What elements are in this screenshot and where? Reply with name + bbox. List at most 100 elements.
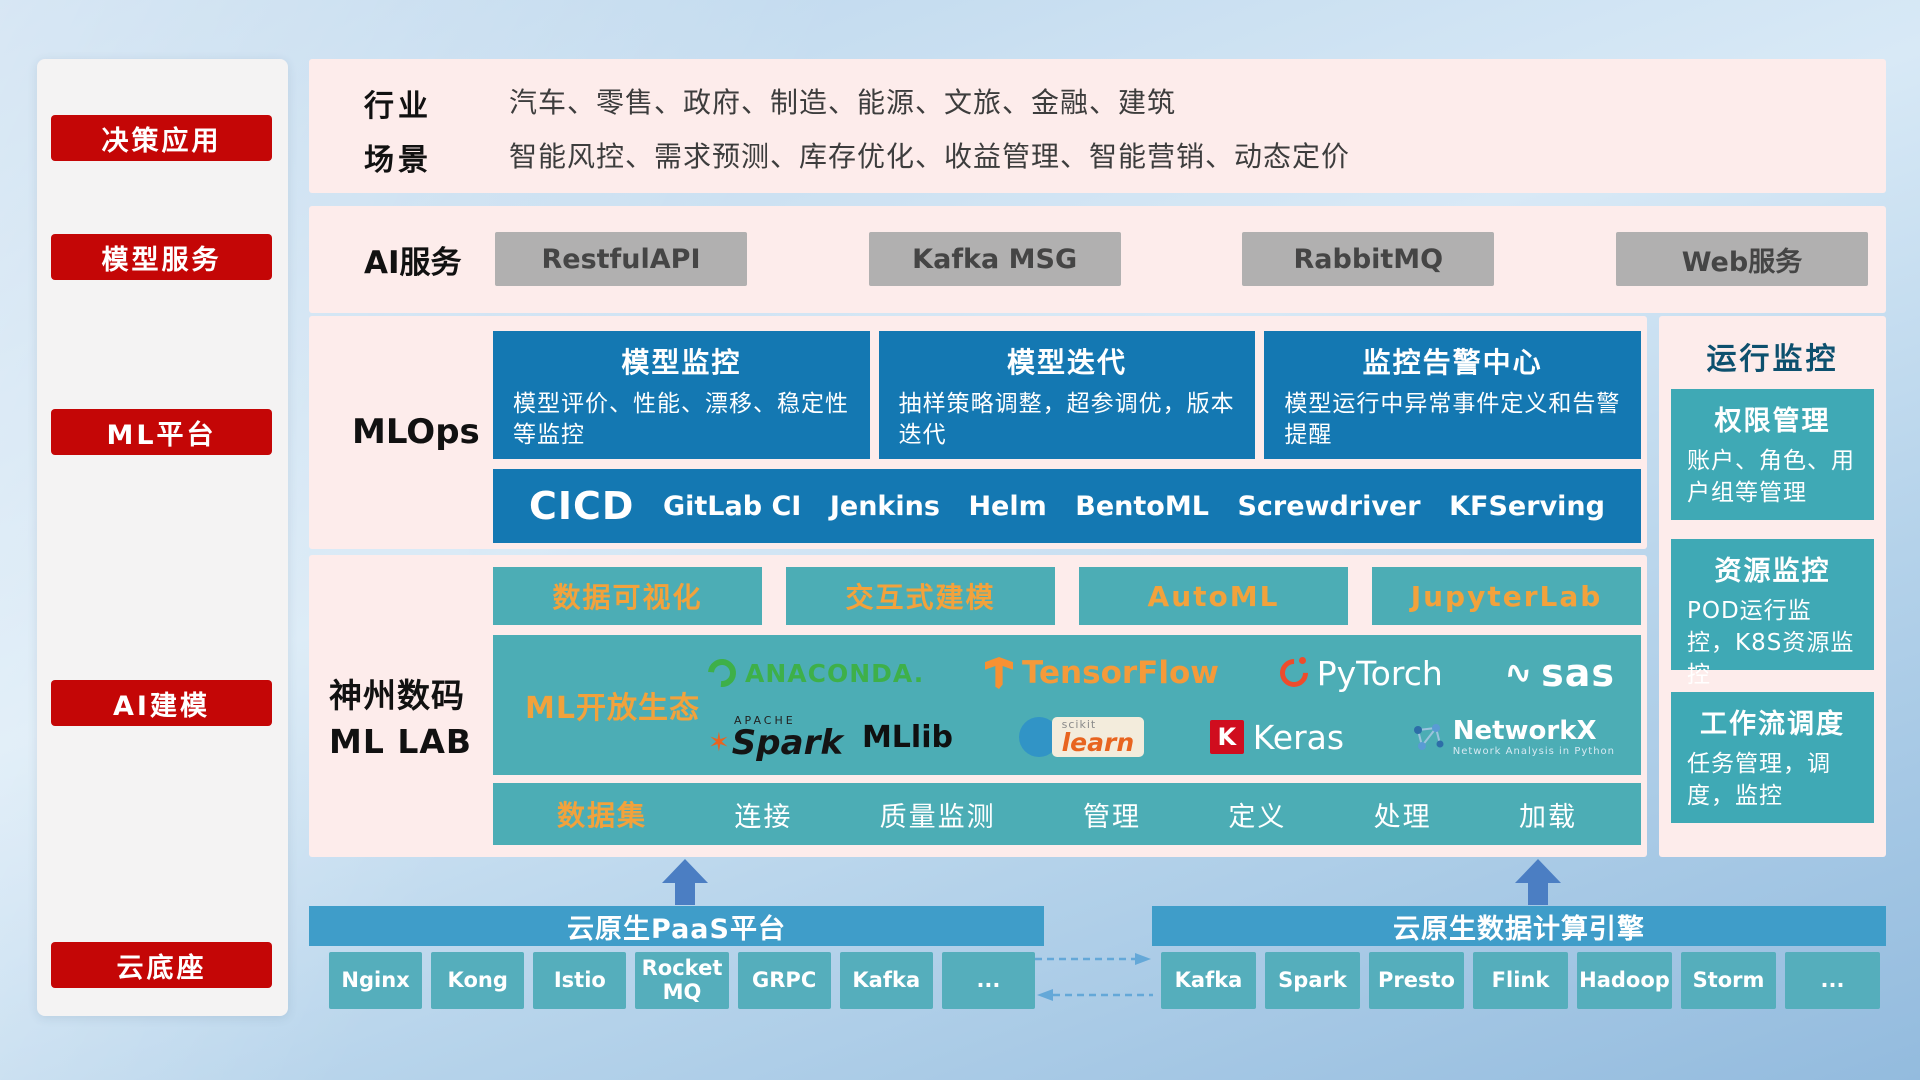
- ml-lab-tools: 数据可视化 交互式建模 AutoML JupyterLab: [493, 567, 1641, 625]
- component-spark: Spark: [1265, 952, 1360, 1009]
- scikit-learn-badge: scikit learn: [1051, 717, 1145, 757]
- industry-row: 行业 汽车、零售、政府、制造、能源、文旅、金融、建筑: [309, 81, 1886, 124]
- pytorch-label: PyTorch: [1316, 653, 1443, 693]
- service-kafka-msg: Kafka MSG: [868, 232, 1121, 286]
- tool-helm: Helm: [968, 490, 1047, 522]
- component-more: ...: [941, 952, 1035, 1009]
- dataset-item-manage: 管理: [1083, 801, 1141, 833]
- component-storm: Storm: [1681, 952, 1776, 1009]
- layer-sidebar: 决策应用 模型服务 ML平台 AI建模 云底座: [37, 59, 288, 1016]
- industry-label: 行业: [364, 89, 432, 124]
- card-title: 资源监控: [1714, 556, 1831, 587]
- learn-label: learn: [1061, 728, 1135, 757]
- spark-mllib-logo: APACHE ✶ Spark MLlib: [708, 715, 953, 760]
- spark-star-icon: ✶: [708, 727, 730, 758]
- component-presto: Presto: [1369, 952, 1464, 1009]
- component-hadoop: Hadoop: [1577, 952, 1672, 1009]
- tool-interactive-modeling: 交互式建模: [786, 567, 1055, 625]
- sas-swirl-icon: ∿: [1500, 650, 1536, 696]
- industry-scenario-panel: 行业 汽车、零售、政府、制造、能源、文旅、金融、建筑 场景 智能风控、需求预测、…: [309, 59, 1886, 193]
- dataset-item-load: 加载: [1518, 801, 1577, 833]
- up-arrow-engine: [1515, 859, 1561, 905]
- sidebar-item-ml-platform: ML平台: [51, 409, 272, 455]
- tool-gitlab-ci: GitLab CI: [662, 490, 802, 522]
- tool-kfserving: KFServing: [1449, 490, 1605, 522]
- scikit-label: scikit: [1061, 718, 1097, 731]
- service-web: Web服务: [1615, 232, 1868, 286]
- card-alert-center: 监控告警中心 模型运行中异常事件定义和告警提醒: [1264, 331, 1642, 459]
- ml-open-ecosystem-box: ML开放生态 ANACONDA. TensorFlow: [493, 635, 1641, 775]
- mlops-panel: MLOps 模型监控 模型评价、性能、漂移、稳定性等监控 模型迭代 抽样策略调整…: [309, 316, 1647, 549]
- spark-apache-label: APACHE: [734, 713, 796, 727]
- card-title: 工作流调度: [1700, 709, 1845, 740]
- tensorflow-icon: [985, 657, 1013, 689]
- card-desc: 任务管理，调度，监控: [1687, 751, 1831, 810]
- card-desc: POD运行监控，K8S资源监控: [1687, 598, 1855, 689]
- card-title: 权限管理: [1714, 406, 1831, 437]
- dataset-item-quality: 质量监测: [879, 801, 996, 833]
- main-diagram-area: 行业 汽车、零售、政府、制造、能源、文旅、金融、建筑 场景 智能风控、需求预测、…: [309, 59, 1886, 1016]
- dataset-item-connect: 连接: [734, 801, 793, 833]
- component-kong: Kong: [431, 952, 525, 1009]
- data-engine-bar: 云原生数据计算引擎: [1152, 906, 1886, 946]
- scenario-row: 场景 智能风控、需求预测、库存优化、收益管理、智能营销、动态定价: [309, 135, 1886, 178]
- card-desc: 抽样策略调整，超参调优，版本迭代: [898, 391, 1235, 449]
- service-rabbitmq: RabbitMQ: [1242, 232, 1495, 286]
- ml-open-ecosystem-label: ML开放生态: [525, 691, 700, 726]
- spark-logo: APACHE ✶ Spark: [708, 715, 843, 760]
- mlops-label: MLOps: [352, 412, 480, 452]
- ml-lab-label-line1: 神州数码: [329, 676, 465, 715]
- component-more2: ...: [1785, 952, 1880, 1009]
- tool-jupyterlab: JupyterLab: [1372, 567, 1641, 625]
- card-permission-management: 权限管理 账户、角色、用户组等管理: [1671, 389, 1874, 520]
- ml-lab-panel: 神州数码 ML LAB 数据可视化 交互式建模 AutoML JupyterLa…: [309, 555, 1647, 857]
- tensorflow-label: TensorFlow: [1022, 655, 1219, 691]
- sidebar-item-decision-app: 决策应用: [51, 115, 272, 161]
- tensorflow-logo: TensorFlow: [985, 655, 1219, 691]
- ecosystem-logo-row-1: ANACONDA. TensorFlow PyTorch ∿ sas: [702, 645, 1615, 701]
- up-arrow-paas: [662, 859, 708, 905]
- scenario-value: 智能风控、需求预测、库存优化、收益管理、智能营销、动态定价: [509, 140, 1351, 173]
- networkx-logo: NetworkX Network Analysis in Python: [1410, 717, 1615, 757]
- dataset-label: 数据集: [557, 799, 648, 832]
- dataset-item-process: 处理: [1373, 801, 1432, 833]
- card-title: 模型监控: [621, 346, 742, 379]
- paas-platform-bar: 云原生PaaS平台: [309, 906, 1044, 946]
- component-nginx: Nginx: [329, 952, 423, 1009]
- anaconda-label: ANACONDA.: [745, 658, 925, 688]
- mllib-label: MLlib: [861, 719, 953, 755]
- component-grpc: GRPC: [737, 952, 831, 1009]
- ml-lab-label: 神州数码 ML LAB: [329, 673, 472, 765]
- sas-label: sas: [1541, 651, 1615, 695]
- component-istio: Istio: [533, 952, 627, 1009]
- tool-automl: AutoML: [1079, 567, 1348, 625]
- ai-service-panel: AI服务 RestfulAPI Kafka MSG RabbitMQ Web服务: [309, 206, 1886, 313]
- sidebar-item-ai-modeling: AI建模: [51, 680, 272, 726]
- networkx-subtitle: Network Analysis in Python: [1452, 745, 1615, 757]
- pytorch-logo: PyTorch: [1280, 654, 1443, 693]
- component-kafka2: Kafka: [1161, 952, 1256, 1009]
- card-resource-monitoring: 资源监控 POD运行监控，K8S资源监控: [1671, 539, 1874, 688]
- anaconda-logo: ANACONDA.: [702, 653, 925, 693]
- paas-components: Nginx Kong Istio RocketMQ GRPC Kafka ...: [329, 952, 1035, 1009]
- industry-value: 汽车、零售、政府、制造、能源、文旅、金融、建筑: [509, 86, 1177, 119]
- dataset-bar: 数据集 连接 质量监测 管理 定义 处理 加载: [493, 783, 1641, 845]
- tool-jenkins: Jenkins: [829, 490, 940, 522]
- mlops-cards: 模型监控 模型评价、性能、漂移、稳定性等监控 模型迭代 抽样策略调整，超参调优，…: [493, 331, 1642, 459]
- operation-monitoring-title: 运行监控: [1706, 342, 1839, 377]
- networkx-icon: [1413, 724, 1444, 750]
- sidebar-item-model-service: 模型服务: [51, 234, 272, 280]
- engine-components: Kafka Spark Presto Flink Hadoop Storm ..…: [1161, 952, 1880, 1009]
- spark-label: Spark: [731, 722, 843, 763]
- card-desc: 模型评价、性能、漂移、稳定性等监控: [513, 391, 849, 449]
- ecosystem-logo-row-2: APACHE ✶ Spark MLlib scikit: [708, 709, 1615, 765]
- scikit-learn-logo: scikit learn: [1018, 717, 1145, 757]
- service-restfulapi: RestfulAPI: [495, 232, 747, 286]
- card-model-iteration: 模型迭代 抽样策略调整，超参调优，版本迭代: [878, 331, 1256, 459]
- card-model-monitoring: 模型监控 模型评价、性能、漂移、稳定性等监控: [493, 331, 870, 459]
- dashed-connector-arrows: [1035, 953, 1153, 1001]
- sas-logo: ∿ sas: [1500, 651, 1615, 695]
- card-title: 监控告警中心: [1362, 346, 1543, 379]
- card-workflow-scheduling: 工作流调度 任务管理，调度，监控: [1671, 692, 1874, 823]
